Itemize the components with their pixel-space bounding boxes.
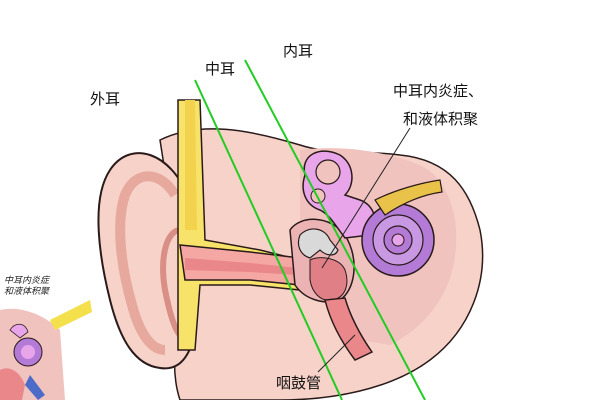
divider-outer-middle — [194, 79, 343, 400]
cartilage-inner — [185, 100, 197, 230]
auricle-shadow — [160, 227, 183, 338]
callout-label-line1: 中耳内炎症、 — [393, 82, 484, 100]
middle-ear-fluid — [309, 257, 348, 301]
outer-ear-label: 外耳 — [90, 90, 121, 108]
thumbnail-label-line2: 和液体积聚 — [4, 287, 50, 297]
inner-ear-label: 内耳 — [283, 42, 314, 60]
tube-leader — [317, 334, 356, 373]
divider-middle-inner — [244, 59, 426, 400]
thumbnail-inset — [0, 300, 92, 400]
callout-leader — [321, 127, 411, 269]
canal-loop-1 — [315, 159, 341, 185]
auditory-nerve — [374, 179, 443, 216]
thumbnail-label-line1: 中耳内炎症 — [4, 276, 50, 286]
callout-label-line2: 和液体积聚 — [403, 110, 479, 128]
middle-ear-label: 中耳 — [205, 60, 236, 78]
ear-canal-inner — [185, 258, 298, 275]
cochlea-core — [391, 233, 405, 247]
eustachian-tube-label: 咽鼓管 — [276, 374, 322, 392]
eustachian-tube — [324, 297, 374, 361]
auricle-fold — [115, 171, 180, 355]
